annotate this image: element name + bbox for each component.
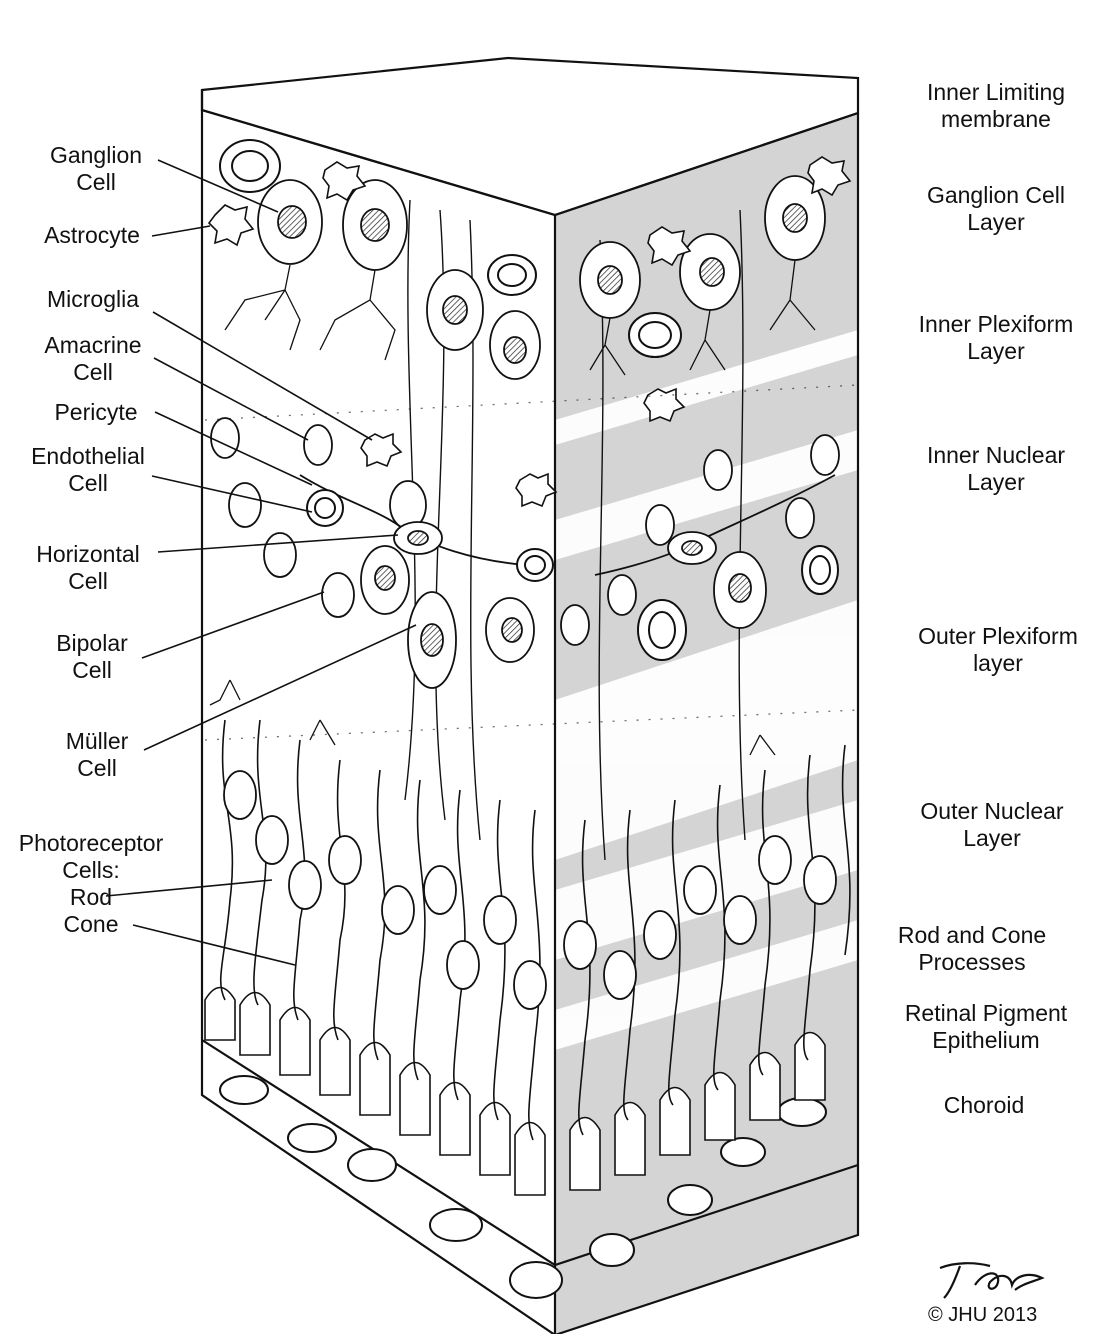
copyright-notice: © JHU 2013 [928,1304,1037,1327]
artist-signature [940,1263,1042,1298]
label-microglia: Microglia [34,286,152,313]
label-choroid: Choroid [884,1092,1084,1119]
label-pericyte: Pericyte [40,399,152,426]
label-astrocyte: Astrocyte [32,222,152,249]
